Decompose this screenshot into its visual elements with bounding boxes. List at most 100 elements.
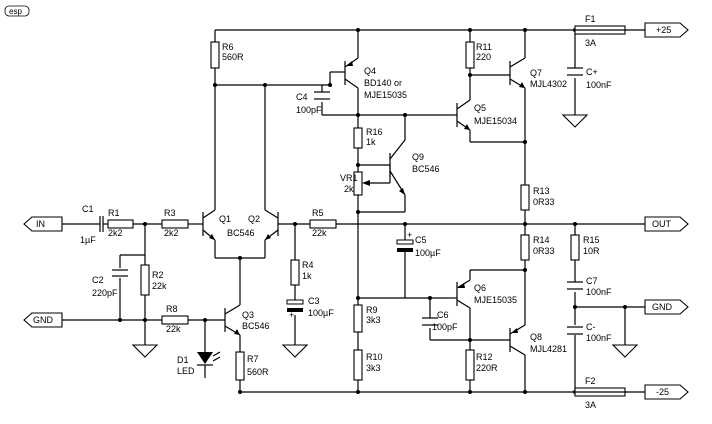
resistor-r14: R14 0R33 <box>520 234 555 261</box>
c6-ref: C6 <box>437 310 449 320</box>
resistor-r11: R11 220 <box>465 41 492 69</box>
r11-ref: R11 <box>476 42 492 52</box>
ground-symbol-cplus <box>561 114 589 128</box>
resistor-r15: R15 10R <box>570 234 600 261</box>
resistor-r8: R8 22k <box>161 304 189 334</box>
r14-ref: R14 <box>533 235 550 245</box>
r14-value: 0R33 <box>533 246 555 256</box>
c5-ref: C5 <box>415 235 427 245</box>
esp-logo: esp <box>4 5 30 17</box>
c3-ref: C3 <box>308 296 320 306</box>
c5-value: 100µF <box>415 248 441 258</box>
r12-value: 220R <box>476 363 498 373</box>
q1-ref: Q1 <box>219 214 231 224</box>
q4-value2: MJE15035 <box>364 90 407 100</box>
potentiometer-vr1: VR1 2k <box>340 171 370 196</box>
resistor-r13: R13 0R33 <box>520 184 555 211</box>
c2-value: 220pF <box>92 288 118 298</box>
transistor-q6: Q6 MJE15035 <box>450 279 517 309</box>
r5-ref: R5 <box>312 208 324 218</box>
ground-symbol-cminus <box>611 344 639 358</box>
vr1-value: 2k <box>344 184 354 194</box>
capacitor-cminus: C- 100nF <box>567 322 612 343</box>
resistor-r12: R12 220R <box>465 349 498 381</box>
r1-ref: R1 <box>108 208 120 218</box>
port-gnd-right-label: GND <box>652 302 673 312</box>
capacitor-c3: + C3 100µF <box>286 296 334 320</box>
port-vneg-label: -25 <box>656 387 669 397</box>
vr1-ref: VR1 <box>340 173 358 183</box>
r8-ref: R8 <box>166 304 178 314</box>
port-gnd-right: GND <box>644 299 689 315</box>
resistor-r4: R4 1k <box>290 259 314 286</box>
r13-ref: R13 <box>533 186 550 196</box>
r9-value: 3k3 <box>366 315 381 325</box>
r3-value: 2k2 <box>164 228 179 238</box>
r16-value: 1k <box>366 137 376 147</box>
c5-plus: + <box>407 230 412 240</box>
r4-ref: R4 <box>302 260 314 270</box>
c7-value: 100nF <box>586 287 612 297</box>
port-in: IN <box>23 216 63 232</box>
transistor-q4: Q4 BD140 or MJE15035 <box>344 57 407 100</box>
r10-ref: R10 <box>366 352 383 362</box>
r2-ref: R2 <box>152 270 164 280</box>
r15-ref: R15 <box>583 235 600 245</box>
transistor-q3: Q3 BC546 <box>224 304 270 336</box>
c3-value: 100µF <box>308 308 334 318</box>
r9-ref: R9 <box>366 305 378 315</box>
r4-value: 1k <box>302 271 312 281</box>
r16-ref: R16 <box>366 127 383 137</box>
q5-ref: Q5 <box>474 103 486 113</box>
capacitor-c7: C7 100nF <box>567 276 612 297</box>
cminus-value: 100nF <box>586 333 612 343</box>
fuse-f1: F1 3A <box>574 14 626 48</box>
resistor-r1: R1 2k2 <box>107 208 134 238</box>
capacitor-c5: + C5 100µF <box>396 230 441 258</box>
f1-ref: F1 <box>585 14 596 24</box>
r10-value: 3k3 <box>366 363 381 373</box>
capacitor-c1: C1 1µF <box>80 204 104 245</box>
c1-ref: C1 <box>82 204 94 214</box>
ground-symbol-c3 <box>281 344 309 358</box>
q3-value: BC546 <box>242 321 270 331</box>
led-d1: D1 LED <box>177 351 221 376</box>
c7-ref: C7 <box>586 276 598 286</box>
capacitor-c4: C4 100pF <box>296 91 330 115</box>
transistor-q2: Q2 <box>248 209 279 241</box>
r15-value: 10R <box>583 246 600 256</box>
c2-ref: C2 <box>92 275 104 285</box>
c3-plus: + <box>289 310 294 320</box>
transistor-q5: Q5 MJE15034 <box>445 99 517 131</box>
r13-value: 0R33 <box>533 197 555 207</box>
capacitor-c6: C6 100pF <box>422 310 458 332</box>
r5-value: 22k <box>312 228 327 238</box>
c6-value: 100pF <box>432 322 458 332</box>
r6-ref: R6 <box>222 42 234 52</box>
port-out-label: OUT <box>652 219 672 229</box>
d1-ref: D1 <box>177 355 189 365</box>
r7-ref: R7 <box>247 354 259 364</box>
resistor-r5: R5 22k <box>309 208 337 238</box>
fuse-f2: F2 3A <box>574 376 626 410</box>
q7-value: MJL4302 <box>530 79 567 89</box>
port-out: OUT <box>644 216 689 232</box>
capacitor-c2: C2 220pF <box>92 269 128 298</box>
port-gnd-left-label: GND <box>33 315 54 325</box>
capacitor-cplus: C+ 100nF <box>567 67 612 90</box>
resistor-r16: R16 1k <box>353 127 383 149</box>
q9-value: BC546 <box>412 164 440 174</box>
port-in-label: IN <box>36 219 45 229</box>
q8-ref: Q8 <box>530 332 542 342</box>
r2-value: 22k <box>152 281 167 291</box>
c1-value: 1µF <box>80 235 96 245</box>
q3-ref: Q3 <box>242 310 254 320</box>
resistor-r6: R6 560R <box>210 41 244 69</box>
cminus-ref: C- <box>586 322 596 332</box>
resistor-r7: R7 560R <box>235 351 269 381</box>
cplus-value: 100nF <box>586 80 612 90</box>
transistor-q1: Q1 BC546 <box>202 209 255 241</box>
r3-ref: R3 <box>164 208 176 218</box>
resistor-r3: R3 2k2 <box>161 208 189 238</box>
c4-value: 100pF <box>296 105 322 115</box>
